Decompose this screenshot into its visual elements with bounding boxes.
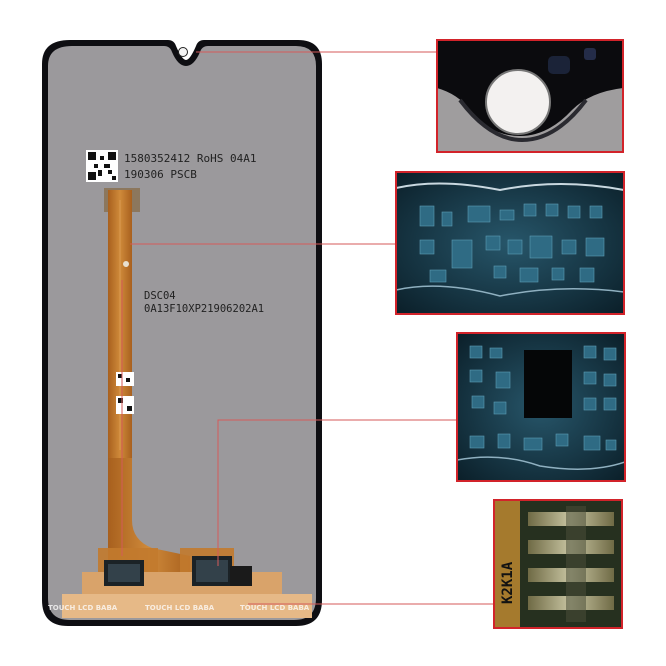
zoom-frame-1 <box>436 39 624 153</box>
zoom-frame-4 <box>493 499 623 629</box>
panel-label-line-1: 1580352412 RoHS 04A1 <box>124 152 256 165</box>
zoom-connector-strips: K2K1A <box>493 499 623 629</box>
zoom-driver-chip <box>456 332 626 482</box>
flex-code-2: 0A13F10XP21906202A1 <box>144 303 264 315</box>
lcd-panel: 1580352412 RoHS 04A1 190306 PSCB DSC04 0… <box>42 40 322 626</box>
component-marking: K2K1A <box>500 561 516 604</box>
zoom-frame-3 <box>456 332 626 482</box>
qr-code-sticker <box>86 150 118 182</box>
zoom-camera-notch <box>436 39 624 153</box>
callout-lines <box>121 51 494 605</box>
chip-icon <box>524 350 572 418</box>
watermark-text-3: TOUCH LCD BABA <box>240 604 310 612</box>
bottom-connector-board <box>62 556 312 618</box>
watermark-text-2: TOUCH LCD BABA <box>145 604 215 612</box>
flex-code-1: DSC04 <box>144 290 176 302</box>
panel-label-line-2: 190306 PSCB <box>124 168 197 181</box>
zoom-ic-components <box>395 171 625 315</box>
panel-screen <box>48 46 316 620</box>
zoom-frame-2 <box>395 171 625 315</box>
front-camera-icon <box>178 47 188 57</box>
camera-lens-icon <box>485 69 551 135</box>
watermark-text-1: TOUCH LCD BABA <box>48 604 118 612</box>
callout-line-4 <box>217 419 457 566</box>
